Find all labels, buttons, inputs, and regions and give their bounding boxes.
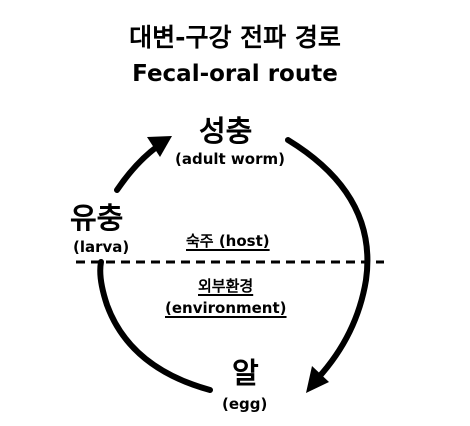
stage-adult-label: 성충 xyxy=(199,114,253,148)
diagram-title-english: Fecal-oral route xyxy=(132,61,338,87)
arc-larva-to-adult xyxy=(114,143,161,193)
stage-larva-label: 유충 xyxy=(70,201,124,235)
arc-egg-to-larva xyxy=(97,259,213,393)
stage-egg-sublabel: (egg) xyxy=(222,395,268,413)
arrowhead-at-egg xyxy=(306,366,329,393)
arrowhead-at-adult xyxy=(147,136,172,157)
region-environment-label-korean: 외부환경 xyxy=(198,277,254,295)
stage-larva-sublabel: (larva) xyxy=(73,238,130,256)
stage-egg-label: 알 xyxy=(232,356,259,390)
diagram-title-korean: 대변-구강 전파 경로 xyxy=(129,23,341,52)
stage-adult-sublabel: (adult worm) xyxy=(175,150,285,168)
region-environment-label-english: (environment) xyxy=(165,299,287,317)
arc-adult-to-egg xyxy=(285,137,371,381)
region-host-label: 숙주 (host) xyxy=(186,232,270,250)
